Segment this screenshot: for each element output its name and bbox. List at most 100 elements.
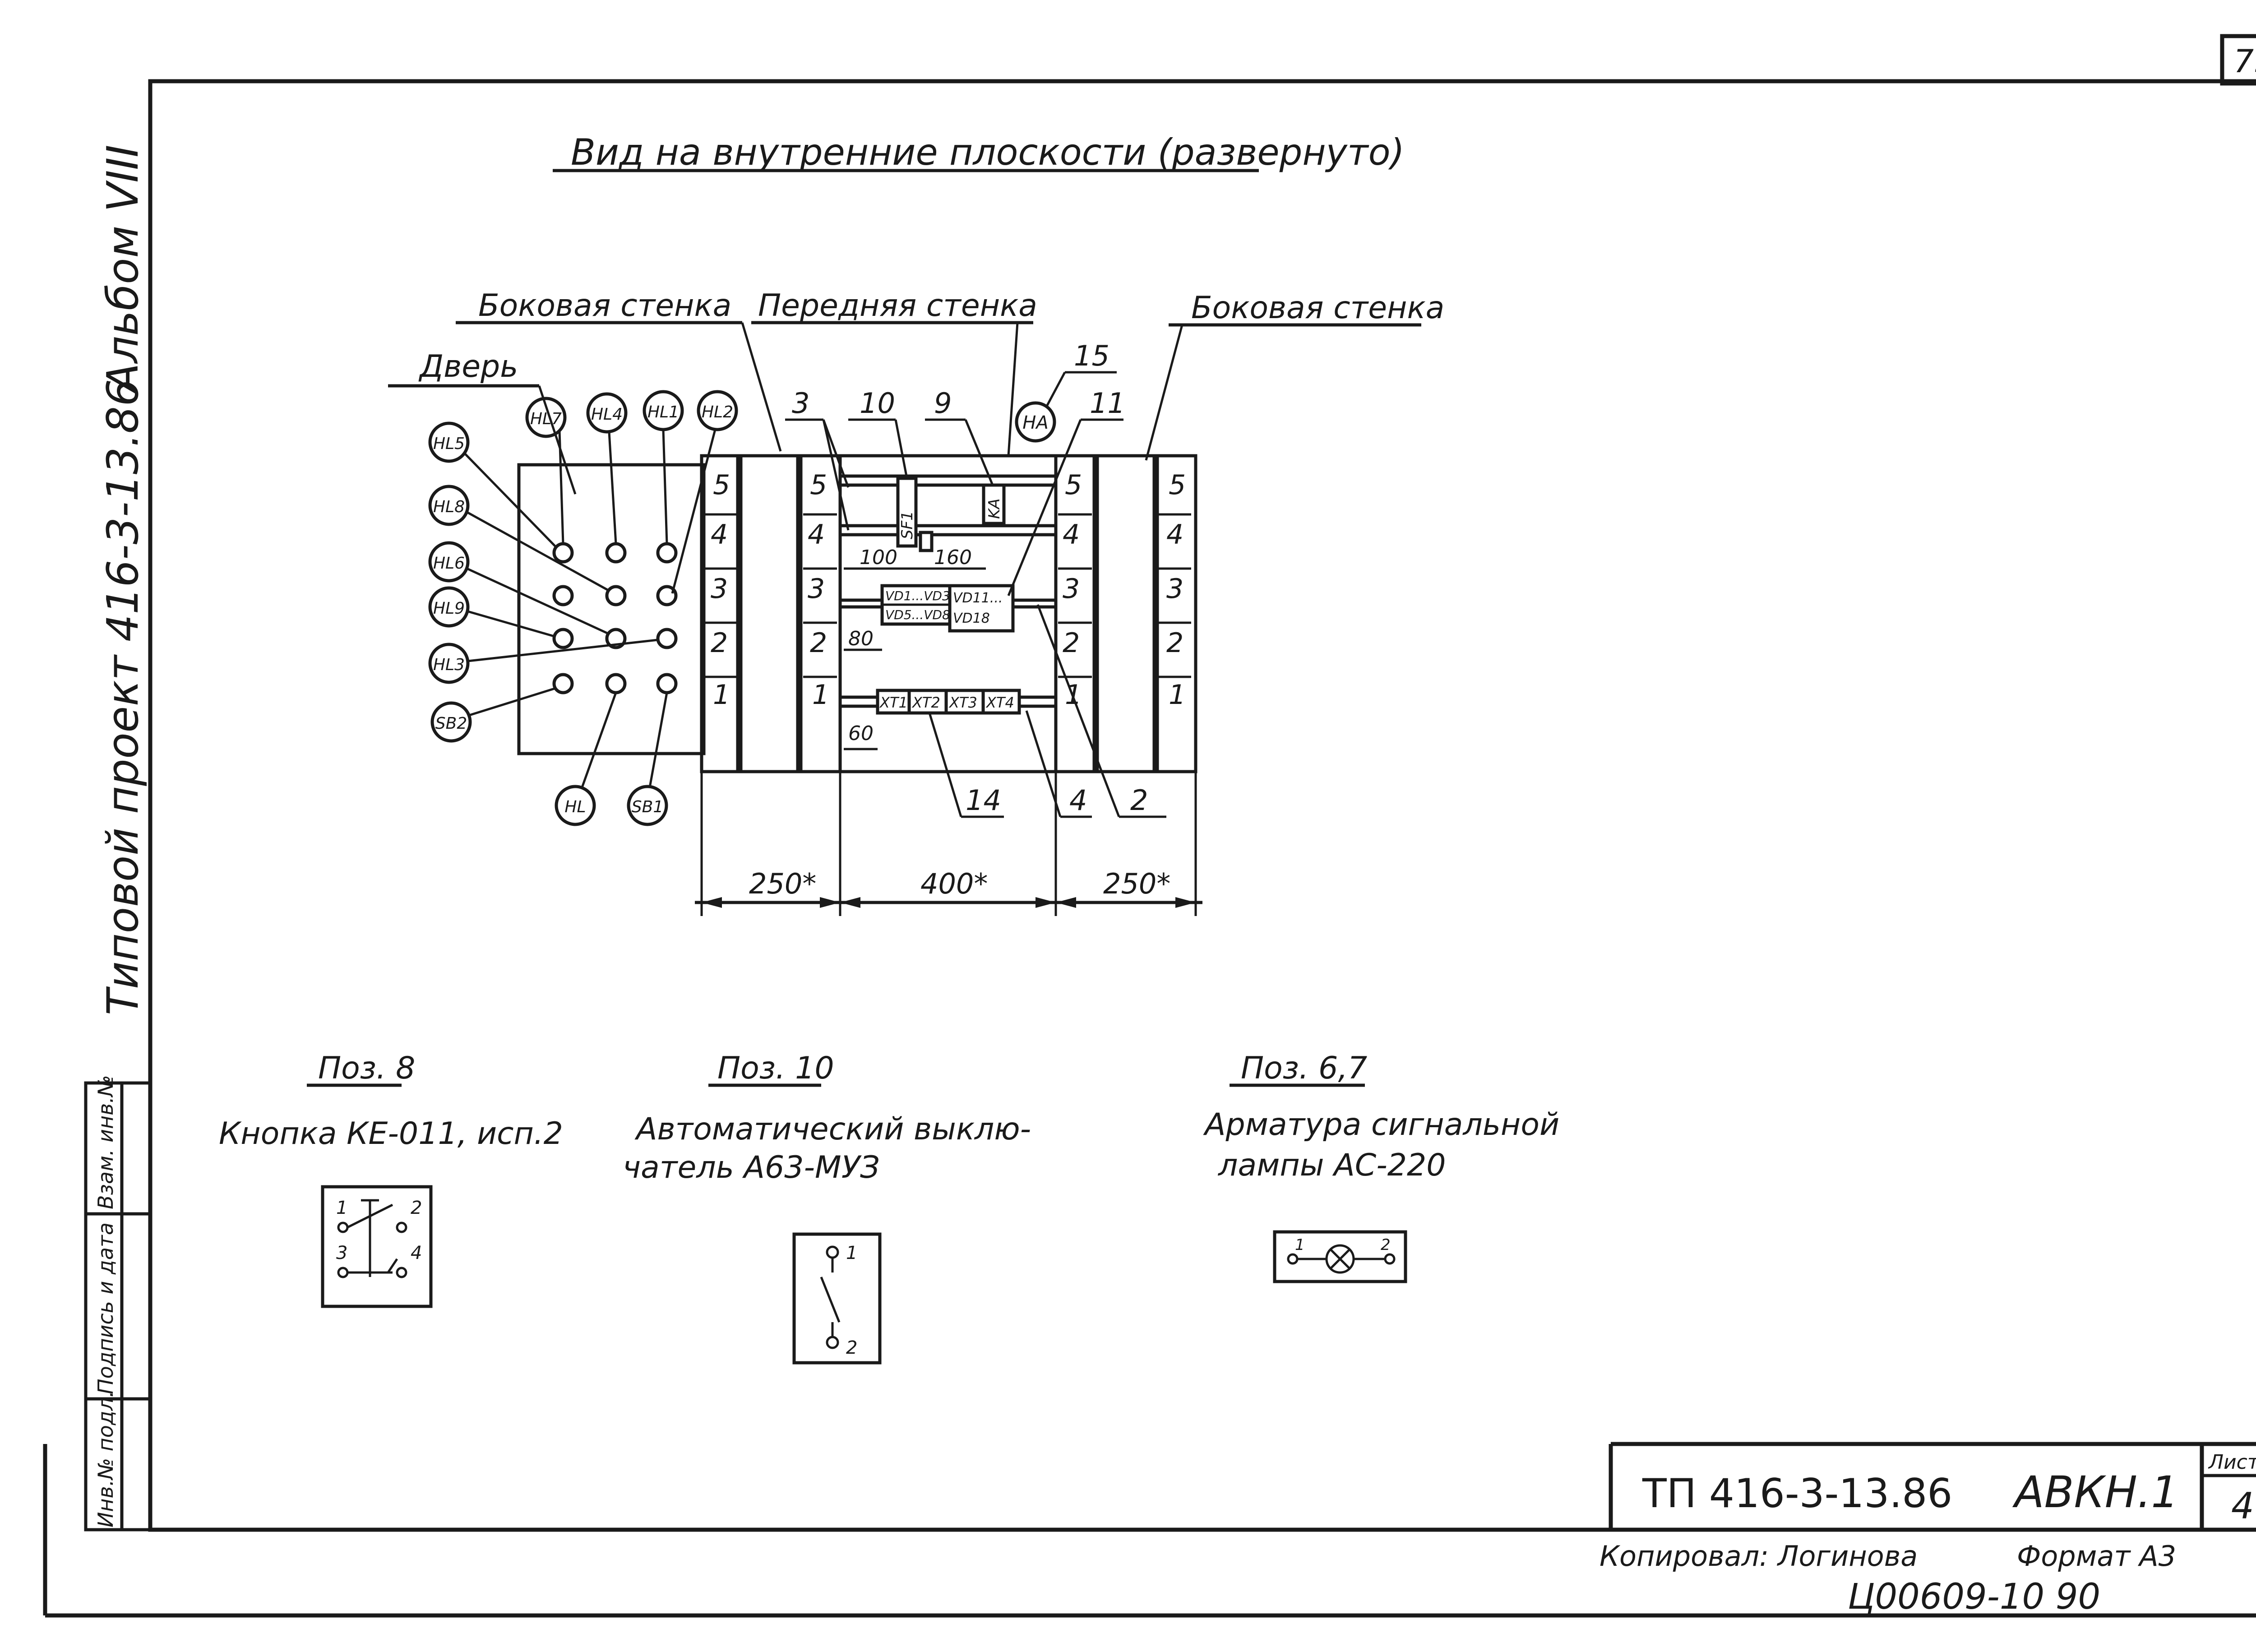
- tb-handwritten: Ц00609-10 90: [1848, 1577, 2100, 1617]
- scale-mark: 5: [1169, 469, 1186, 501]
- tb-mark: АВКН.1: [2012, 1467, 2178, 1518]
- pos-6-7-title: Поз. 6,7: [1241, 1050, 1367, 1086]
- pos-8-desc: Кнопка КЕ-011, исп.2: [219, 1116, 563, 1152]
- ha-label: HA: [1022, 412, 1048, 433]
- breaker-symbol-frame: [792, 1232, 882, 1365]
- scale-mark: 5: [1065, 469, 1082, 501]
- vd-label-a: VD1...VD3: [885, 588, 950, 603]
- pos-6-7-legend: Поз. 6,7 Арматура сигнальной лампы АС-22…: [1203, 1050, 1559, 1283]
- side-strip: Альбом VIII Типовой проект 416-3-13.86 И…: [84, 145, 152, 1532]
- ha-callout: [1015, 401, 1056, 443]
- dim-80: 80: [848, 627, 874, 650]
- scale-mark: 4: [808, 519, 825, 551]
- callout-hl9: HL9: [433, 599, 465, 618]
- vd-label-c: VD11...: [953, 590, 1003, 606]
- tb-copied-by: Копировал: Логинова: [1600, 1540, 1918, 1573]
- side-project: Типовой проект 416-3-13.86: [98, 379, 148, 1015]
- dim-160: 160: [934, 546, 972, 569]
- callout-sb1: SB1: [632, 798, 663, 816]
- scale-col-3: 5 4 3 2 1: [1058, 469, 1092, 711]
- overall-dimensions: 250* 400* 250*: [695, 772, 1202, 916]
- xt1-label: XT1: [879, 694, 908, 711]
- scale-mark: 5: [713, 469, 730, 501]
- dim-60: 60: [848, 722, 874, 745]
- pin-label: 3: [336, 1243, 347, 1263]
- leader-3: 3: [792, 387, 809, 420]
- callout-hl5: HL5: [433, 435, 465, 453]
- pin-label: 2: [846, 1337, 857, 1358]
- dim-middle: 400*: [920, 867, 988, 900]
- vd-block-2: [948, 584, 1015, 633]
- scale-mark: 2: [1166, 627, 1183, 659]
- scale-mark: 1: [713, 679, 730, 711]
- leader-4: 4: [1069, 784, 1087, 817]
- scale-mark: 4: [711, 519, 728, 551]
- scale-mark: 1: [812, 679, 829, 711]
- pin-label: 1: [1295, 1236, 1305, 1254]
- ka-device: [982, 483, 1006, 525]
- tb-sheet-label: Лист: [2208, 1451, 2256, 1474]
- pos-6-7-desc-2: лампы АС-220: [1217, 1148, 1446, 1183]
- label-side-wall-left: Боковая стенка: [478, 288, 731, 324]
- stamp-sign-label: Подпись и дата: [93, 1222, 118, 1394]
- pin-label: 2: [411, 1198, 422, 1218]
- leader-2: 2: [1130, 784, 1148, 817]
- scale-mark: 2: [711, 627, 728, 659]
- ka-label: KA: [985, 498, 1003, 519]
- xt3-block: [944, 689, 985, 715]
- callout-hl6: HL6: [433, 554, 465, 573]
- scale-mark: 3: [1063, 573, 1080, 605]
- vd-label-b: VD5...VD8: [885, 607, 950, 622]
- pos-8-legend: Поз. 8 Кнопка КЕ-011, исп.2 1 2 3 4: [219, 1050, 563, 1308]
- pin-label: 1: [846, 1243, 857, 1263]
- pos-10-title: Поз. 10: [717, 1050, 834, 1086]
- scale-mark: 2: [1063, 627, 1080, 659]
- scale-mark: 4: [1063, 519, 1080, 551]
- leader-14: 14: [966, 784, 1001, 817]
- button-symbol-frame: [321, 1185, 433, 1308]
- callout-hl3: HL3: [433, 656, 465, 674]
- callout-hl7: HL7: [530, 410, 562, 428]
- label-door: Дверь: [418, 349, 518, 384]
- callout-hl: HL: [564, 798, 586, 816]
- dim-right: 250*: [1103, 867, 1170, 900]
- pos-10-desc-1: Автоматический выклю-: [634, 1111, 1031, 1147]
- drawing-title: Вид на внутренние плоскости (развернуто): [571, 131, 1405, 173]
- leader-11: 11: [1090, 387, 1125, 420]
- door-callouts: HL7 HL4 HL1 HL2 HL5 HL8 HL6 HL9 HL3 SB2 …: [428, 390, 738, 826]
- xt3-label: XT3: [948, 694, 977, 711]
- wall-labels: Боковая стенка Передняя стенка Боковая с…: [388, 288, 1444, 495]
- scale-mark: 3: [808, 573, 825, 605]
- xt4-label: XT4: [985, 694, 1014, 711]
- leader-10: 10: [860, 387, 895, 420]
- label-front-wall: Передняя стенка: [758, 288, 1037, 324]
- leader-15: 15: [1074, 339, 1110, 372]
- vd-label-d: VD18: [953, 611, 990, 626]
- pos-8-title: Поз. 8: [318, 1050, 415, 1086]
- pos-10-desc-2: чатель А63-МУЗ: [623, 1150, 880, 1185]
- lamp-symbol-frame: [1273, 1230, 1407, 1283]
- callout-hl2: HL2: [702, 403, 733, 421]
- pos-6-7-desc-1: Арматура сигнальной: [1203, 1107, 1559, 1143]
- scale-col-4: 5 4 3 2 1: [1157, 469, 1191, 711]
- stamp-replace-label: Взам. инв.№: [93, 1075, 118, 1209]
- door-panel: HL7 HL4 HL1 HL2 HL5 HL8 HL6 HL9 HL3 SB2 …: [428, 390, 738, 826]
- pin-label: 1: [336, 1198, 347, 1218]
- xt4-block: [981, 689, 1021, 715]
- callout-hl1: HL1: [647, 403, 679, 421]
- page-number: 79: [2233, 43, 2256, 80]
- tb-sheet-number: 4: [2231, 1485, 2254, 1527]
- dim-left: 250*: [749, 867, 816, 900]
- side-album: Альбом VIII: [98, 145, 148, 395]
- door-lamp-grid: [552, 542, 678, 694]
- scale-mark: 3: [1166, 573, 1183, 605]
- leader-9: 9: [934, 387, 952, 420]
- xt2-label: XT2: [911, 694, 940, 711]
- stamp-inv-label: Инв.№ подл.: [93, 1391, 118, 1527]
- callout-hl4: HL4: [591, 405, 623, 424]
- pos-10-legend: Поз. 10 Автоматический выклю- чатель А63…: [623, 1050, 1031, 1365]
- pin-label: 4: [411, 1243, 422, 1263]
- scale-mark: 4: [1166, 519, 1183, 551]
- dim-100: 100: [860, 546, 897, 569]
